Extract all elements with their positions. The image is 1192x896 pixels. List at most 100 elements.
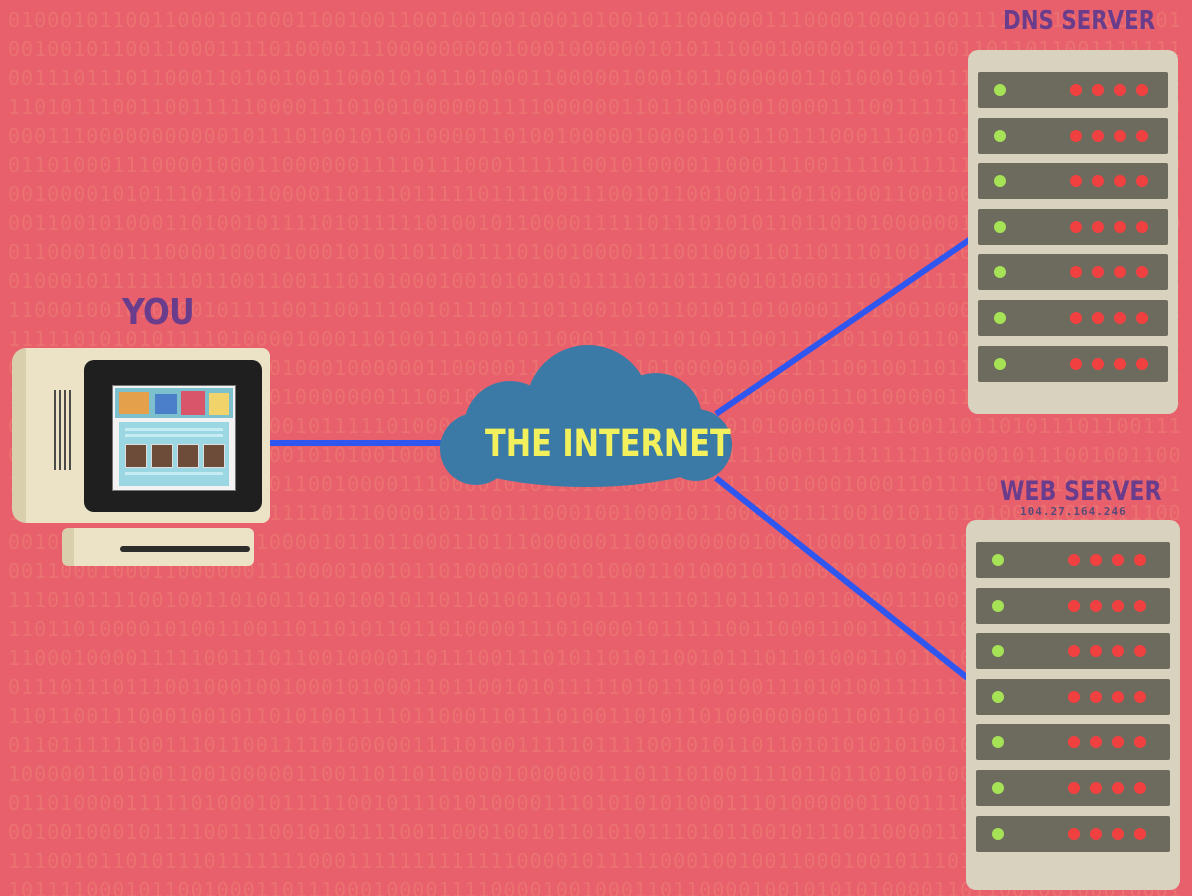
dns-server xyxy=(968,50,1178,414)
status-led-red xyxy=(1112,736,1124,749)
status-led-green xyxy=(994,129,1006,142)
server-unit xyxy=(976,724,1170,761)
website-banner-image xyxy=(115,388,233,418)
internet-cloud xyxy=(440,345,732,487)
status-led-red xyxy=(1068,645,1080,658)
status-led-green xyxy=(992,781,1004,794)
server-unit xyxy=(976,587,1170,624)
status-led-red xyxy=(1136,129,1148,142)
status-led-red xyxy=(1136,357,1148,370)
monitor-vents xyxy=(54,390,76,470)
status-led-red xyxy=(1114,220,1126,233)
status-led-red xyxy=(1114,84,1126,96)
status-led-red xyxy=(1136,311,1148,324)
status-led-red xyxy=(1136,266,1148,279)
status-led-red xyxy=(1070,175,1082,188)
status-led-red xyxy=(1090,645,1102,658)
status-led-red xyxy=(1070,357,1082,370)
status-led-green xyxy=(994,311,1006,324)
server-unit xyxy=(978,72,1168,108)
status-led-red xyxy=(1114,175,1126,188)
status-led-green xyxy=(992,645,1004,658)
status-led-red xyxy=(1134,827,1146,840)
server-unit xyxy=(978,208,1168,245)
dns-server-label: DNS SERVER xyxy=(1003,6,1156,36)
status-led-red xyxy=(1070,266,1082,279)
status-led-red xyxy=(1070,311,1082,324)
computer-screen-website xyxy=(112,385,236,491)
status-led-green xyxy=(992,827,1004,840)
server-unit xyxy=(978,163,1168,200)
status-led-red xyxy=(1068,736,1080,749)
server-unit xyxy=(978,117,1168,154)
status-led-red xyxy=(1112,827,1124,840)
you-label: YOU xyxy=(122,292,195,333)
disk-slot xyxy=(120,546,250,552)
status-led-red xyxy=(1112,554,1124,566)
status-led-red xyxy=(1092,311,1104,324)
status-led-red xyxy=(1136,220,1148,233)
server-unit xyxy=(976,769,1170,806)
status-led-green xyxy=(992,554,1004,566)
status-led-red xyxy=(1068,781,1080,794)
status-led-green xyxy=(994,84,1006,96)
server-unit xyxy=(978,299,1168,336)
status-led-red xyxy=(1092,84,1104,96)
status-led-red xyxy=(1092,220,1104,233)
server-unit xyxy=(976,542,1170,578)
status-led-red xyxy=(1068,599,1080,612)
status-led-red xyxy=(1134,781,1146,794)
status-led-red xyxy=(1112,690,1124,703)
status-led-red xyxy=(1092,266,1104,279)
connection-internet-dns xyxy=(714,235,974,417)
status-led-red xyxy=(1070,84,1082,96)
user-computer xyxy=(12,348,272,568)
status-led-red xyxy=(1136,84,1148,96)
status-led-green xyxy=(992,599,1004,612)
status-led-red xyxy=(1136,175,1148,188)
status-led-green xyxy=(994,266,1006,279)
server-unit xyxy=(976,633,1170,670)
status-led-red xyxy=(1090,554,1102,566)
status-led-red xyxy=(1070,220,1082,233)
status-led-green xyxy=(992,690,1004,703)
status-led-red xyxy=(1090,690,1102,703)
status-led-red xyxy=(1090,827,1102,840)
computer-base xyxy=(62,528,254,566)
status-led-green xyxy=(994,175,1006,188)
status-led-red xyxy=(1114,357,1126,370)
web-server xyxy=(966,520,1180,890)
web-server-label: WEB SERVER xyxy=(1000,476,1162,507)
server-unit xyxy=(976,815,1170,852)
status-led-red xyxy=(1092,357,1104,370)
server-unit xyxy=(978,345,1168,382)
status-led-green xyxy=(994,220,1006,233)
status-led-green xyxy=(994,357,1006,370)
status-led-red xyxy=(1112,645,1124,658)
status-led-red xyxy=(1068,827,1080,840)
status-led-red xyxy=(1114,129,1126,142)
internet-label: THE INTERNET xyxy=(485,422,731,465)
status-led-red xyxy=(1134,690,1146,703)
status-led-red xyxy=(1114,311,1126,324)
status-led-red xyxy=(1134,599,1146,612)
status-led-red xyxy=(1114,266,1126,279)
status-led-red xyxy=(1090,781,1102,794)
status-led-red xyxy=(1068,554,1080,566)
web-server-ip: 104.27.164.246 xyxy=(1020,505,1127,518)
status-led-red xyxy=(1112,599,1124,612)
status-led-red xyxy=(1134,645,1146,658)
status-led-red xyxy=(1070,129,1082,142)
status-led-red xyxy=(1090,599,1102,612)
status-led-red xyxy=(1134,554,1146,566)
status-led-red xyxy=(1090,736,1102,749)
status-led-red xyxy=(1134,736,1146,749)
status-led-red xyxy=(1068,690,1080,703)
website-content xyxy=(119,422,229,486)
status-led-red xyxy=(1092,175,1104,188)
server-unit xyxy=(976,678,1170,715)
status-led-red xyxy=(1112,781,1124,794)
server-unit xyxy=(978,254,1168,291)
status-led-green xyxy=(992,736,1004,749)
